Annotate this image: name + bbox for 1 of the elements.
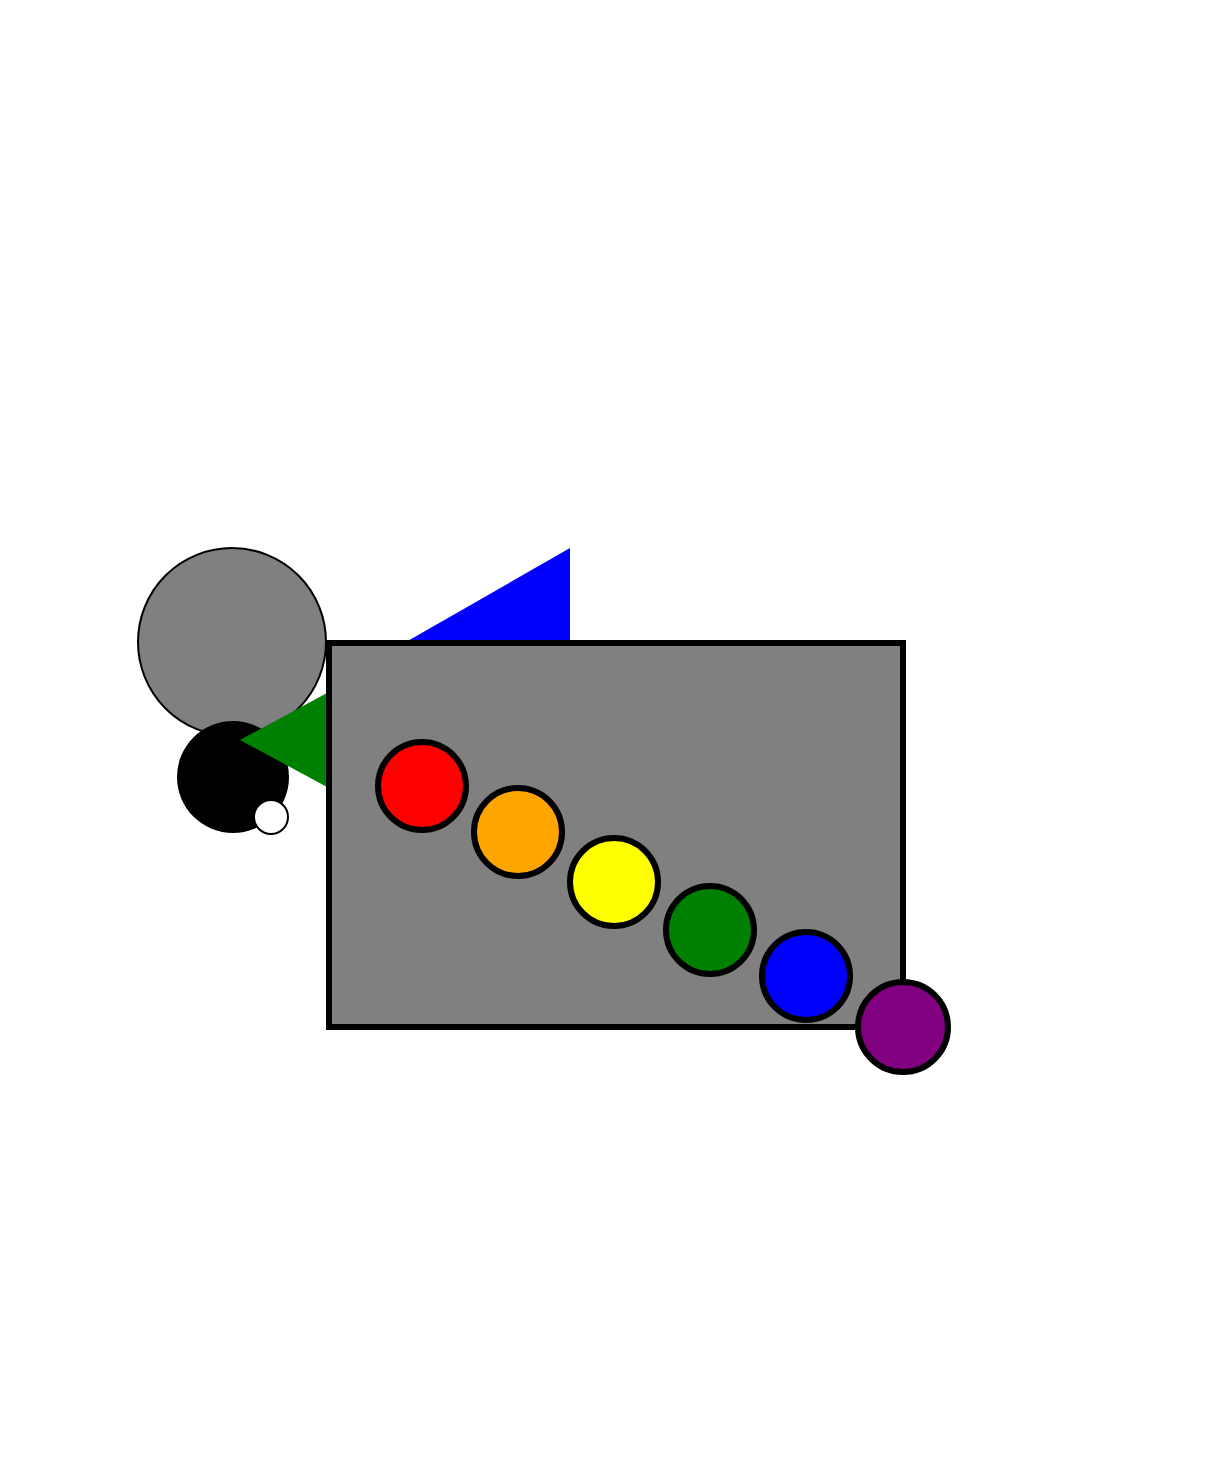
rectangle-panel <box>326 640 906 1030</box>
